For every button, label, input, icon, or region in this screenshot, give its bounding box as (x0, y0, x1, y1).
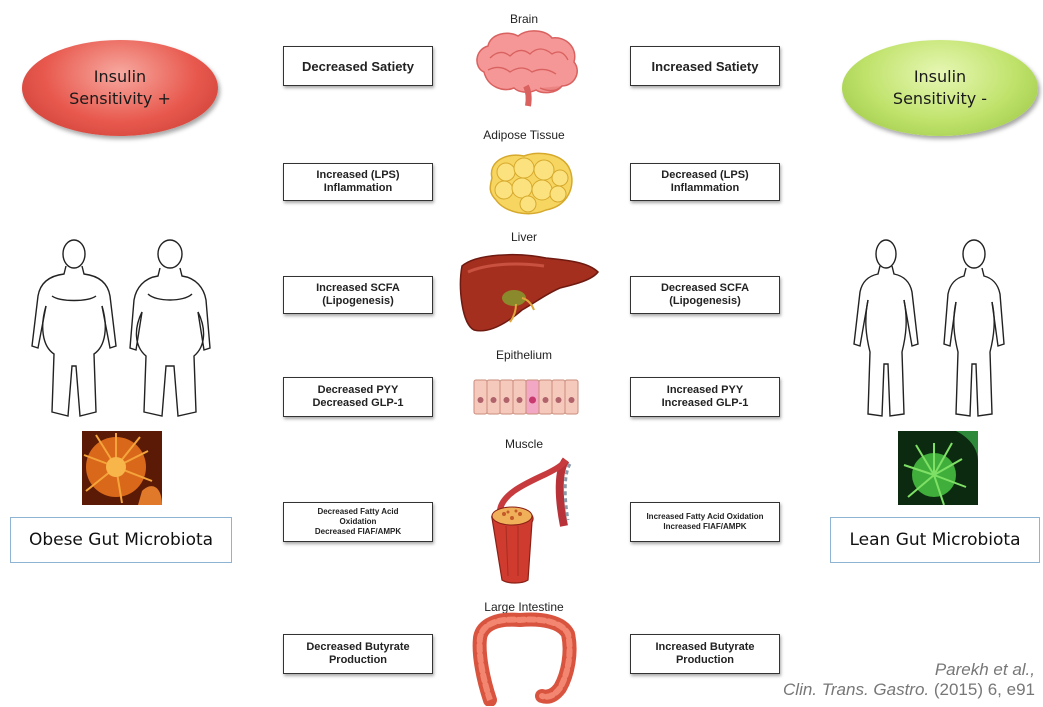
left-box-scfa: Increased SCFA (Lipogenesis) (283, 276, 433, 314)
epithelium-illustration (472, 372, 584, 416)
obese-figures-illustration (26, 236, 216, 422)
muscle-illustration (484, 456, 572, 586)
left-box-fatty-acid: Decreased Fatty Acid Oxidation Decreased… (283, 502, 433, 542)
obese-gut-microbiota-label: Obese Gut Microbiota (10, 517, 232, 563)
citation: Parekh et al., Clin. Trans. Gastro. (201… (783, 660, 1035, 700)
organ-label-muscle: Muscle (424, 437, 624, 451)
organ-label-brain: Brain (424, 12, 624, 26)
lean-microbe-image (898, 431, 978, 505)
citation-authors: Parekh et al., (783, 660, 1035, 680)
left-box-pyy: Decreased PYY Decreased GLP-1 (283, 377, 433, 417)
brain-illustration (470, 28, 582, 110)
right-box-pyy: Increased PYY Increased GLP-1 (630, 377, 780, 417)
liver-illustration (456, 248, 602, 338)
organ-label-liver: Liver (424, 230, 624, 244)
insulin-sensitivity-plus-ellipse: Insulin Sensitivity + (22, 40, 218, 136)
right-box-inflammation: Decreased (LPS) Inflammation (630, 163, 780, 201)
obese-microbe-image (82, 431, 162, 505)
citation-journal: Clin. Trans. Gastro. (783, 680, 929, 699)
left-box-satiety: Decreased Satiety (283, 46, 433, 86)
right-box-fatty-acid: Increased Fatty Acid Oxidation Increased… (630, 502, 780, 542)
left-box-inflammation: Increased (LPS) Inflammation (283, 163, 433, 201)
insulin-sensitivity-minus-ellipse: Insulin Sensitivity - (842, 40, 1038, 136)
right-box-butyrate: Increased Butyrate Production (630, 634, 780, 674)
intestine-illustration (468, 612, 580, 706)
right-box-satiety: Increased Satiety (630, 46, 780, 86)
organ-label-adipose: Adipose Tissue (424, 128, 624, 142)
citation-source: Clin. Trans. Gastro. (2015) 6, e91 (783, 680, 1035, 700)
citation-details: (2015) 6, e91 (929, 680, 1035, 699)
lean-figures-illustration (846, 236, 1016, 422)
right-box-scfa: Decreased SCFA (Lipogenesis) (630, 276, 780, 314)
lean-gut-microbiota-label: Lean Gut Microbiota (830, 517, 1040, 563)
adipose-illustration (484, 148, 576, 218)
left-box-butyrate: Decreased Butyrate Production (283, 634, 433, 674)
organ-label-epithelium: Epithelium (424, 348, 624, 362)
